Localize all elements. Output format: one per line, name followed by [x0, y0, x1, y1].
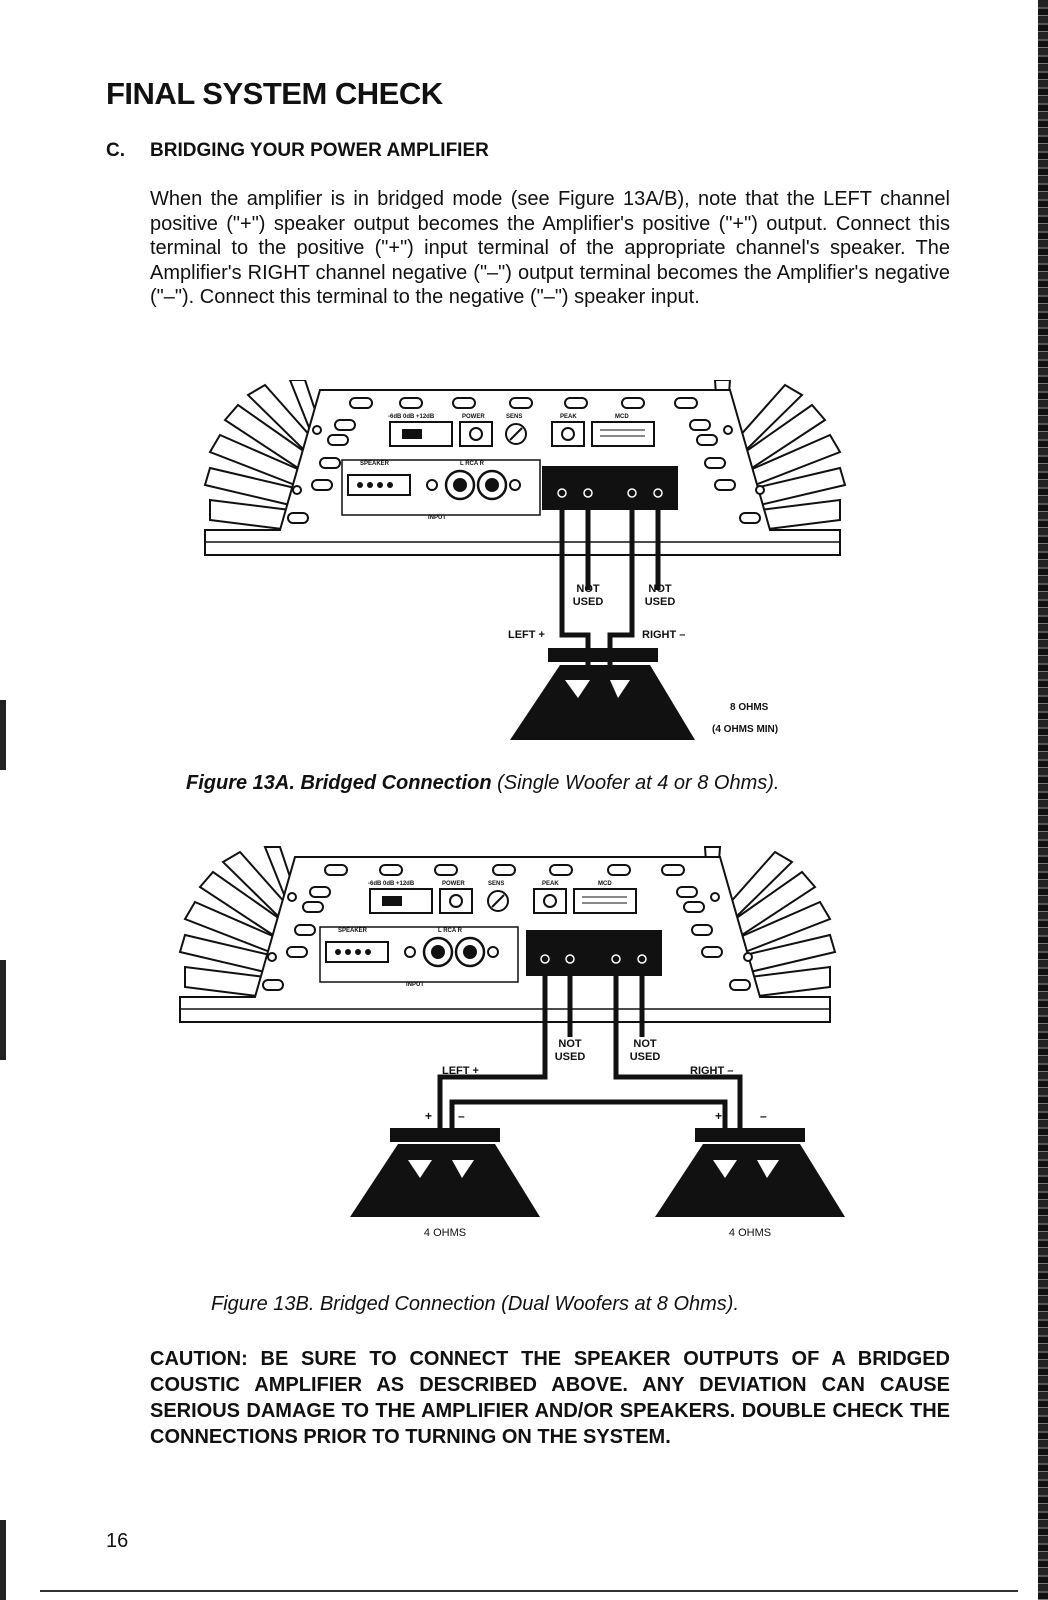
section-title: BRIDGING YOUR POWER AMPLIFIER [150, 140, 489, 161]
peak-led-icon [561, 427, 575, 441]
mcd-switch [591, 421, 655, 447]
power-led-icon [449, 894, 463, 908]
figure-13a-svg: -6dB 0dB +12dB POWER SENS PEAK MCD SPEAK… [203, 380, 847, 740]
mcd-switch [573, 888, 637, 914]
svg-text:-6dB 0dB +12dB: -6dB 0dB +12dB [388, 414, 435, 420]
power-label: POWER [462, 414, 485, 420]
peak-led-icon [543, 894, 557, 908]
not-used-right-line1: NOT [648, 583, 672, 595]
scan-bottom-edge [40, 1590, 1018, 1592]
mcd-label: MCD [615, 414, 629, 420]
mcd-label: MCD [598, 881, 612, 887]
right-minus-label: RIGHT – [642, 629, 685, 641]
right-woofer-icon [655, 1128, 845, 1217]
woofer-icon [510, 648, 695, 740]
amplifier-chassis [204, 389, 841, 556]
figure-13a-caption-rest: (Single Woofer at 4 or 8 Ohms). [491, 772, 780, 794]
speaker-terminals [557, 488, 663, 498]
figure-13b-caption: Figure 13B. Bridged Connection (Dual Woo… [211, 1293, 740, 1315]
wiring [437, 972, 743, 1132]
not-used-left-line2: USED [573, 596, 604, 608]
scan-left-edge [0, 0, 6, 1600]
speaker-terminal-block [526, 930, 662, 976]
minus-right-woofer: – [760, 1109, 767, 1123]
peak-label: PEAK [542, 881, 559, 887]
section-letter: C. [106, 140, 125, 161]
peak-label: PEAK [560, 414, 577, 420]
mounting-holes [287, 397, 765, 524]
gain-switch-slider-icon [402, 429, 422, 439]
not-used-right-line2: USED [630, 1051, 661, 1063]
not-used-right-line2: USED [645, 596, 676, 608]
ohms-label-line2: (4 OHMS MIN) [712, 724, 778, 735]
input-block: SPEAKER L RCA R INPUT [341, 459, 541, 521]
sens-label: SENS [506, 414, 522, 420]
figure-13a-caption: Figure 13A. Bridged Connection (Single W… [186, 772, 779, 795]
speaker-label: SPEAKER [338, 928, 368, 934]
rca-label: L RCA R [438, 928, 463, 934]
input-label: INPUT [406, 982, 424, 988]
plus-right-woofer: + [715, 1109, 722, 1123]
body-paragraph: When the amplifier is in bridged mode (s… [150, 188, 950, 308]
figure-13a-caption-bold: Figure 13A. Bridged Connection [186, 772, 492, 794]
plus-left-woofer: + [425, 1109, 432, 1123]
figure-13b-diagram: -6dB 0dB +12dB POWER SENS PEAK MCD SPEAK… [170, 842, 870, 1282]
ohms-left-label: 4 OHMS [424, 1227, 466, 1239]
left-plus-label: LEFT + [508, 629, 545, 641]
scan-right-edge [1038, 0, 1048, 1600]
input-label: INPUT [428, 515, 446, 521]
control-panel: -6dB 0dB +12dB POWER SENS PEAK MCD [368, 881, 637, 914]
ohms-right-label: 4 OHMS [729, 1227, 771, 1239]
gain-switch-slider-icon [382, 896, 402, 906]
power-led-icon [469, 427, 483, 441]
rca-label: L RCA R [460, 461, 485, 467]
ohms-label-line1: 8 OHMS [730, 702, 769, 713]
caution-paragraph: CAUTION: BE SURE TO CONNECT THE SPEAKER … [150, 1348, 950, 1448]
not-used-left-line1: NOT [576, 583, 600, 595]
figure-13a-diagram: -6dB 0dB +12dB POWER SENS PEAK MCD SPEAK… [170, 380, 870, 760]
input-block: SPEAKER L RCA R INPUT [319, 926, 519, 988]
power-label: POWER [442, 881, 465, 887]
page-number: 16 [106, 1530, 129, 1552]
control-panel: -6dB 0dB +12dB POWER SENS PEAK MCD [388, 414, 655, 447]
minus-left-woofer: – [458, 1109, 465, 1123]
not-used-left-line2: USED [555, 1051, 586, 1063]
right-minus-label: RIGHT – [690, 1065, 733, 1077]
figure-13b-svg: -6dB 0dB +12dB POWER SENS PEAK MCD SPEAK… [178, 846, 845, 1239]
speaker-terminals [540, 954, 647, 964]
mounting-holes [262, 864, 753, 991]
svg-text:-6dB 0dB +12dB: -6dB 0dB +12dB [368, 881, 415, 887]
not-used-right-line1: NOT [633, 1038, 657, 1050]
page-title: FINAL SYSTEM CHECK [106, 76, 443, 111]
speaker-terminal-block [542, 466, 678, 510]
section-heading: C. BRIDGING YOUR POWER AMPLIFIER [106, 140, 489, 162]
left-woofer-icon [350, 1128, 540, 1217]
amplifier-chassis [179, 856, 831, 1023]
left-plus-label: LEFT + [442, 1065, 479, 1077]
not-used-left-line1: NOT [558, 1038, 582, 1050]
speaker-label: SPEAKER [360, 461, 390, 467]
sens-label: SENS [488, 881, 504, 887]
